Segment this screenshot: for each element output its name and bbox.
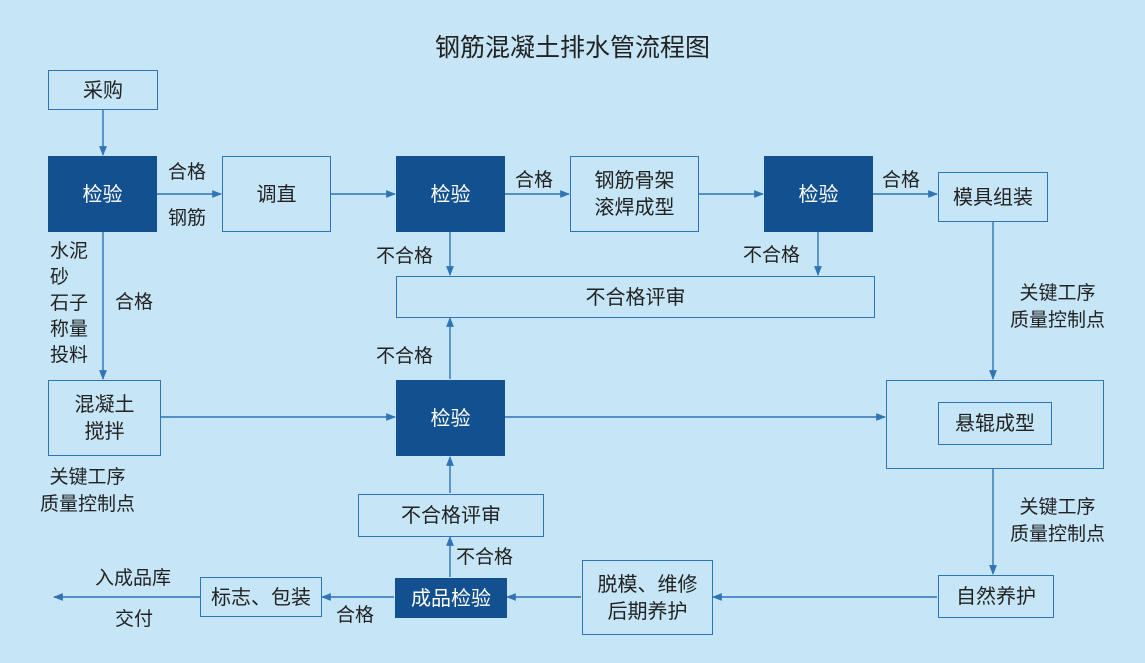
label-unqualified-2: 不合格: [743, 244, 801, 266]
node-inspect-1: 检验: [48, 156, 157, 232]
label-delivery: 交付: [115, 608, 154, 630]
label-qualified-2: 合格: [515, 169, 554, 191]
node-mold-assembly: 模具组装: [938, 172, 1048, 222]
node-straighten: 调直: [222, 156, 331, 232]
label-unqualified-4: 不合格: [456, 546, 514, 568]
label-storage: 入成品库: [95, 567, 172, 589]
node-reject-review-top: 不合格评审: [396, 276, 875, 318]
node-label-pack: 标志、包装: [200, 577, 322, 617]
node-demold-curing: 脱模、维修 后期养护: [582, 560, 713, 635]
node-reject-review-bottom: 不合格评审: [358, 494, 544, 537]
label-qualified-1: 合格: [168, 161, 207, 183]
label-materials: 水泥 砂 石子 称量 投料: [50, 240, 89, 366]
node-inspect-3: 检验: [764, 156, 873, 232]
node-final-inspection: 成品检验: [395, 578, 507, 618]
label-key-point-2: 关键工序 质量控制点: [1010, 282, 1106, 331]
node-natural-curing: 自然养护: [938, 575, 1054, 618]
node-cage-weld: 钢筋骨架 滚焊成型: [570, 156, 699, 232]
label-qualified-5: 合格: [336, 604, 375, 626]
node-inspect-2: 检验: [396, 156, 505, 232]
node-mix: 混凝土 搅拌: [48, 380, 161, 456]
label-key-point-1: 关键工序 质量控制点: [40, 466, 136, 515]
node-purchase: 采购: [48, 70, 158, 110]
label-unqualified-3: 不合格: [376, 345, 434, 367]
node-roller-forming: 悬辊成型: [938, 402, 1052, 445]
label-qualified-3: 合格: [882, 169, 921, 191]
label-key-point-3: 关键工序 质量控制点: [1010, 496, 1106, 545]
label-qualified-4: 合格: [115, 291, 154, 313]
node-inspect-4: 检验: [396, 380, 505, 456]
diagram-title: 钢筋混凝土排水管流程图: [434, 33, 710, 62]
label-rebar: 钢筋: [168, 207, 207, 229]
label-unqualified-1: 不合格: [376, 245, 434, 267]
